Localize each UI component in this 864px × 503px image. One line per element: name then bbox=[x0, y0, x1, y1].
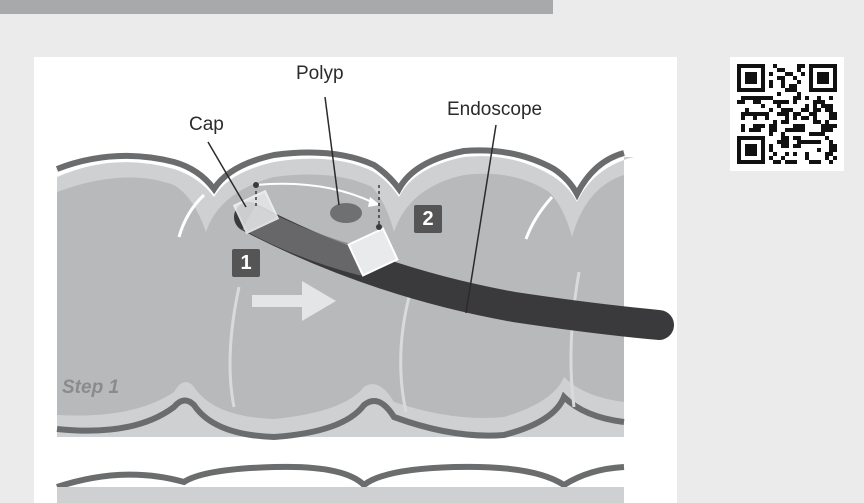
colon-illustration bbox=[34, 57, 677, 503]
progress-bar bbox=[0, 0, 864, 14]
qr-code[interactable] bbox=[730, 57, 844, 171]
cap-label: Cap bbox=[189, 114, 224, 136]
colon-lower-segment bbox=[57, 467, 624, 487]
qr-code-icon bbox=[730, 57, 844, 171]
endoscope-label: Endoscope bbox=[447, 99, 542, 121]
diagram-figure: Polyp Cap Endoscope 1 2 Step 1 bbox=[34, 57, 677, 503]
polyp-label: Polyp bbox=[296, 63, 344, 85]
progress-fill bbox=[0, 0, 553, 14]
step-badge-1: 1 bbox=[232, 249, 260, 277]
step-label: Step 1 bbox=[62, 377, 119, 399]
step-badge-2: 2 bbox=[414, 205, 442, 233]
polyp-shape bbox=[330, 203, 362, 223]
